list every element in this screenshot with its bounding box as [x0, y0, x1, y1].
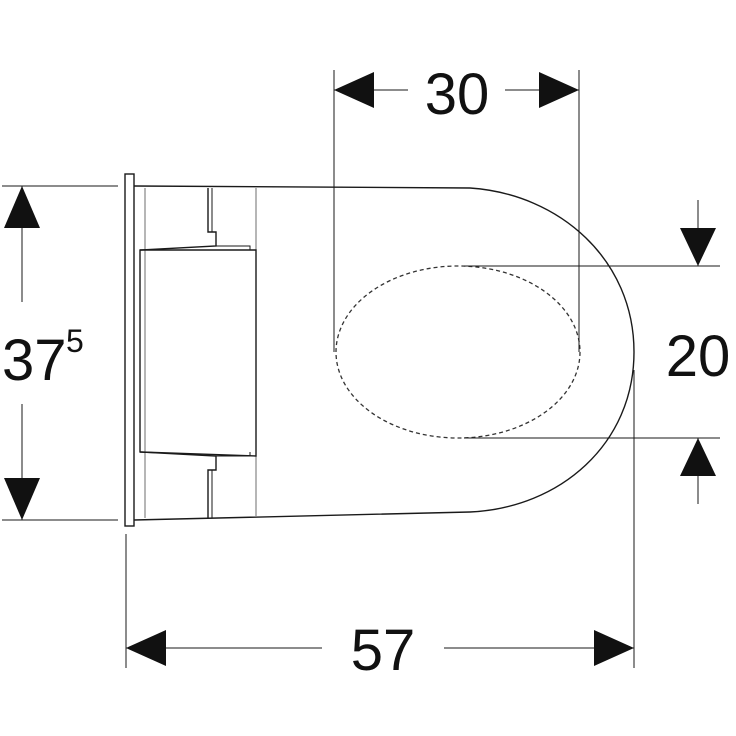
dimension-label-left-superscript: 5	[66, 323, 84, 359]
dimension-label-left: 37	[2, 328, 67, 393]
arrow-right-icon	[539, 72, 579, 108]
arrow-down-icon	[680, 228, 716, 266]
dimension-bottom-length: 57	[125, 370, 635, 683]
arrow-right-icon	[594, 630, 634, 666]
arrow-down-icon	[4, 478, 40, 520]
connection-block	[139, 188, 257, 518]
arrow-left-icon	[126, 630, 166, 666]
dimension-label-right: 20	[666, 324, 731, 389]
seat-opening	[335, 265, 581, 439]
dimension-right-height: 20	[464, 200, 730, 504]
dimension-top-width: 30	[333, 62, 580, 352]
dimension-label-top: 30	[425, 62, 490, 127]
dimension-label-bottom: 57	[351, 618, 416, 683]
arrow-up-icon	[4, 186, 40, 228]
arrow-left-icon	[334, 72, 374, 108]
arrow-up-icon	[680, 438, 716, 476]
dimension-left-height: 37 5	[2, 185, 118, 521]
wall-plate	[124, 173, 135, 527]
